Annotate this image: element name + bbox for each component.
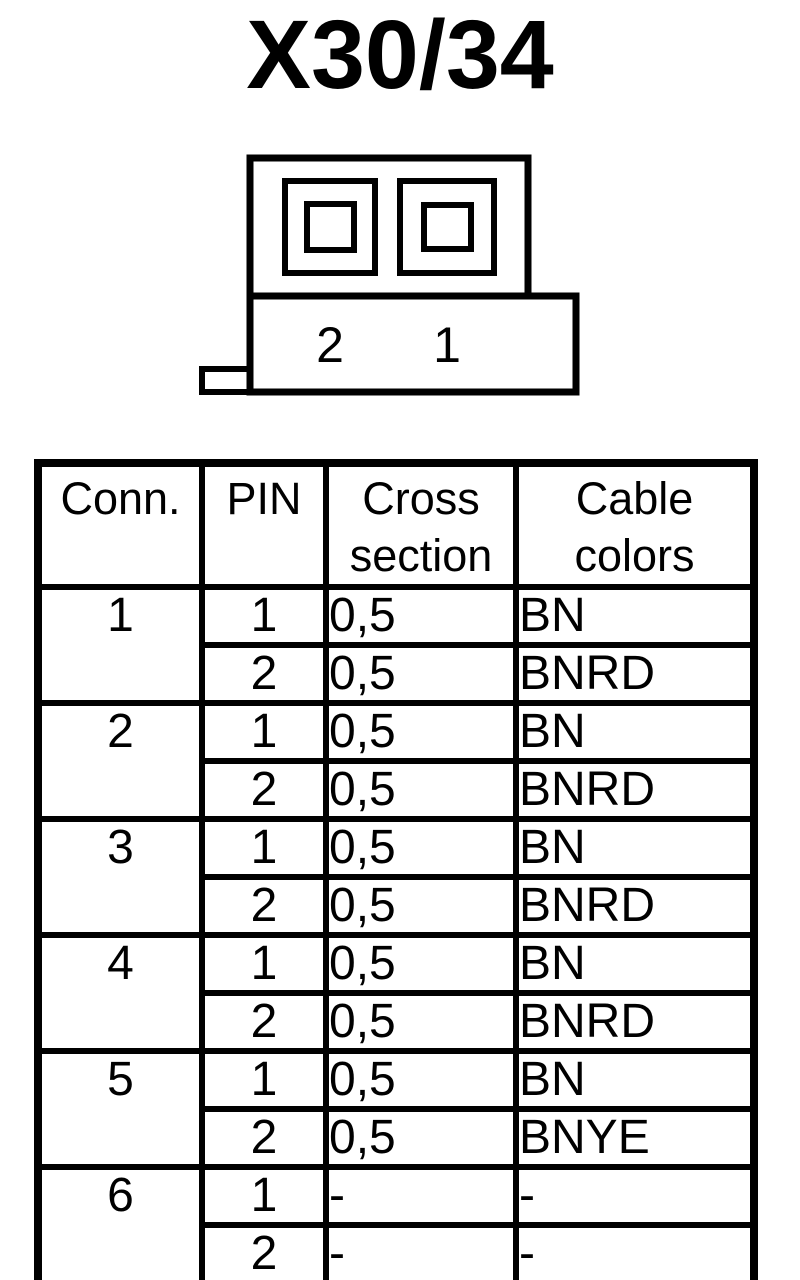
conn-cell: 2 xyxy=(35,700,205,822)
pin-cell: 2 xyxy=(199,1106,329,1170)
header-cable-colors: Cable colors xyxy=(513,460,757,590)
cable-color-cell: - xyxy=(513,1164,757,1228)
cable-color-cell: BN xyxy=(513,700,757,764)
table-row: 6 1 - - xyxy=(35,1164,757,1280)
cross-section-cell: 0,5 xyxy=(323,932,519,996)
connector-housing-base xyxy=(246,292,580,396)
pin-cell: 1 xyxy=(199,584,329,648)
header-conn: Conn. xyxy=(35,460,205,590)
table-row: 2 0,5 BNRD xyxy=(38,990,757,1054)
cross-section-cell: - xyxy=(323,1164,519,1228)
cable-color-cell: BN xyxy=(513,584,757,648)
table-row: 3 1 0,5 BN xyxy=(35,816,757,938)
pin-cell: 2 xyxy=(199,758,329,822)
cross-section-cell: 0,5 xyxy=(323,700,519,764)
conn-cell: 4 xyxy=(35,932,205,1054)
cable-color-cell: BNRD xyxy=(513,642,757,706)
conn-cell: 6 xyxy=(35,1164,205,1280)
cross-section-cell: 0,5 xyxy=(323,990,519,1054)
header-row: Conn. PIN Cross section Cable colors xyxy=(35,460,757,590)
cross-section-cell: - xyxy=(323,1222,519,1280)
table-row: 5 1 0,5 BN xyxy=(35,1048,757,1170)
cavity-1-outer xyxy=(397,178,497,276)
cable-color-cell: BNYE xyxy=(513,1106,757,1170)
table-row: 2 1 0,5 BN xyxy=(35,700,757,822)
cavity-1-inner xyxy=(421,202,474,252)
pinout-table: Conn. PIN Cross section Cable colors 1 1… xyxy=(34,459,758,1280)
pin-cell: 2 xyxy=(199,642,329,706)
cross-section-cell: 0,5 xyxy=(323,758,519,822)
pin-cell: 2 xyxy=(199,874,329,938)
header-pin: PIN xyxy=(199,460,329,590)
cable-color-cell: BNRD xyxy=(513,758,757,822)
table-row: 2 0,5 BNRD xyxy=(38,758,757,822)
cross-section-cell: 0,5 xyxy=(323,1048,519,1112)
conn-cell: 5 xyxy=(35,1048,205,1170)
table-row: 1 1 0,5 BN xyxy=(35,584,757,706)
table-row: 2 0,5 BNRD xyxy=(38,642,757,706)
cross-section-cell: 0,5 xyxy=(323,874,519,938)
pin-cell: 1 xyxy=(199,700,329,764)
cavity-label-1: 1 xyxy=(433,317,461,373)
pin-cell: 1 xyxy=(199,1164,329,1228)
cable-color-cell: BNRD xyxy=(513,990,757,1054)
cross-section-cell: 0,5 xyxy=(323,1106,519,1170)
table-row: 4 1 0,5 BN xyxy=(35,932,757,1054)
cable-color-cell: BN xyxy=(513,1048,757,1112)
cross-section-cell: 0,5 xyxy=(323,584,519,648)
cavity-2-inner xyxy=(304,201,357,253)
conn-cell: 3 xyxy=(35,816,205,938)
cross-section-cell: 0,5 xyxy=(323,816,519,880)
connector-diagram: 2 1 xyxy=(199,154,580,396)
cable-color-cell: - xyxy=(513,1222,757,1280)
cross-section-cell: 0,5 xyxy=(323,642,519,706)
connector-keying-tab xyxy=(199,366,253,395)
cavity-2-outer xyxy=(282,178,378,276)
cable-color-cell: BN xyxy=(513,816,757,880)
conn-cell: 1 xyxy=(35,584,205,706)
pin-cell: 1 xyxy=(199,816,329,880)
pin-cell: 1 xyxy=(199,1048,329,1112)
table-row: 2 0,5 BNYE xyxy=(38,1106,757,1170)
cable-color-cell: BNRD xyxy=(513,874,757,938)
table-row: 2 - - xyxy=(38,1222,757,1280)
pin-cell: 1 xyxy=(199,932,329,996)
cable-color-cell: BN xyxy=(513,932,757,996)
header-cross-section: Cross section xyxy=(323,460,519,590)
cavity-label-2: 2 xyxy=(316,317,344,373)
page-title: X30/34 xyxy=(246,0,554,109)
pin-cell: 2 xyxy=(199,1222,329,1280)
table-row: 2 0,5 BNRD xyxy=(38,874,757,938)
pin-cell: 2 xyxy=(199,990,329,1054)
